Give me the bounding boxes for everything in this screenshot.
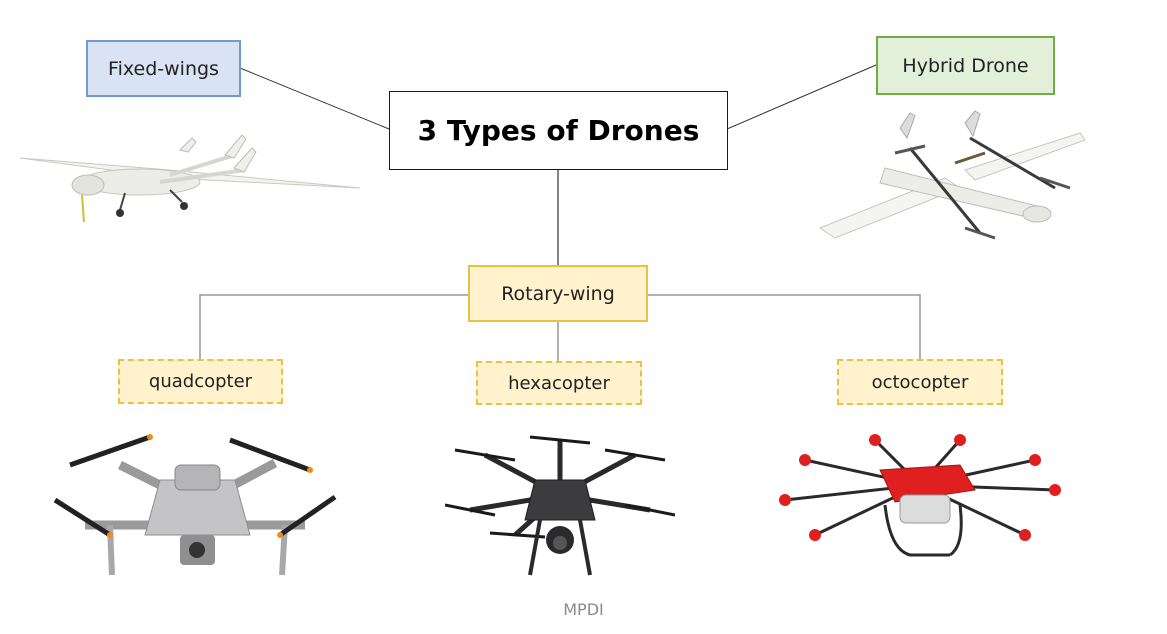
connector-fixed-wing <box>239 67 390 130</box>
hybrid-vtol-drone-image <box>818 110 1086 240</box>
connector-quadcopter <box>199 294 470 359</box>
hybrid-drone-box: Hybrid Drone <box>876 36 1055 95</box>
connector-hybrid <box>726 64 877 130</box>
rotary-wing-box: Rotary-wing <box>468 265 648 322</box>
quadcopter-box: quadcopter <box>118 359 283 404</box>
hexacopter-drone-image <box>445 435 675 576</box>
hexacopter-box: hexacopter <box>476 361 642 405</box>
diagram-title: 3 Types of Drones <box>389 91 728 170</box>
fixed-wing-box: Fixed-wings <box>86 40 241 97</box>
octocopter-box: octocopter <box>837 359 1003 405</box>
octocopter-drone-image <box>779 434 1061 557</box>
connector-octocopter <box>646 294 921 359</box>
watermark: MPDI <box>563 600 604 619</box>
fixed-wing-drone-image <box>20 134 361 223</box>
quadcopter-drone-image <box>53 434 337 576</box>
